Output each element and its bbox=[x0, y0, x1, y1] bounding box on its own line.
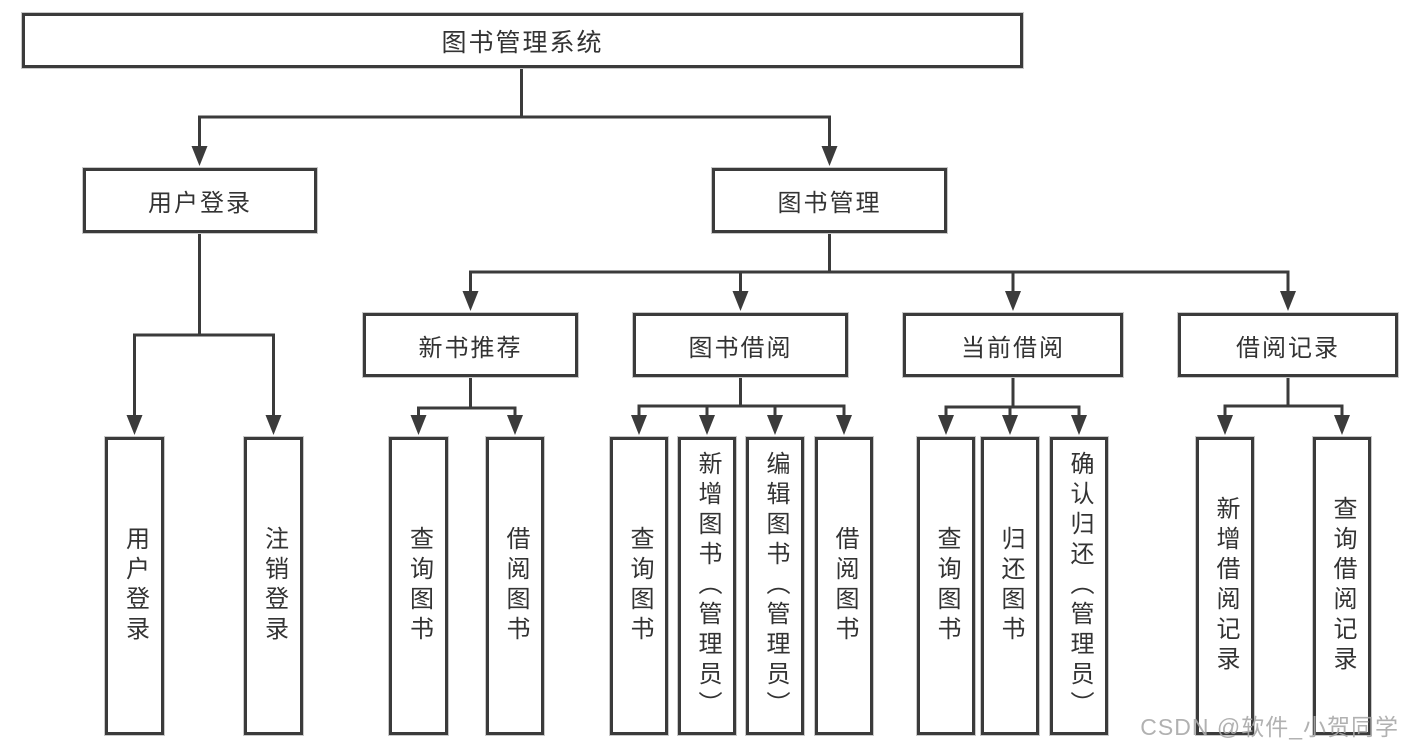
node-label: 确认归还（管理员） bbox=[1066, 451, 1093, 721]
arrow-down-icon bbox=[1005, 291, 1021, 311]
node-label: 借阅记录 bbox=[1236, 334, 1340, 362]
node-label: 归还图书 bbox=[997, 526, 1024, 646]
node-label: 借阅图书 bbox=[502, 526, 529, 646]
arrow-down-icon bbox=[767, 415, 783, 435]
arrow-down-icon bbox=[191, 146, 208, 166]
node-label: 查询借阅记录 bbox=[1329, 496, 1356, 676]
leaf-query-borrow-record: 查询借阅记录 bbox=[1313, 437, 1371, 735]
arrow-down-icon bbox=[265, 415, 282, 435]
arrow-down-icon bbox=[1071, 415, 1087, 435]
node-label: 用户登录 bbox=[148, 190, 252, 217]
node-label: 当前借阅 bbox=[961, 334, 1065, 362]
node-label: 查询图书 bbox=[933, 526, 960, 646]
node-label: 查询图书 bbox=[626, 526, 653, 646]
arrow-down-icon bbox=[821, 146, 838, 166]
node-label: 图书管理系统 bbox=[441, 28, 604, 57]
arrowhead-icons bbox=[126, 146, 1350, 435]
arrow-down-icon bbox=[410, 415, 427, 435]
node-user-login-branch: 用户登录 bbox=[83, 168, 317, 233]
arrow-down-icon bbox=[1217, 415, 1233, 435]
arrow-down-icon bbox=[507, 415, 523, 435]
leaf-user-login: 用户登录 bbox=[105, 437, 164, 735]
node-book-borrowing: 图书借阅 bbox=[633, 313, 848, 377]
node-label: 注销登录 bbox=[260, 526, 288, 646]
csdn-watermark: CSDN @软件_小贺同学 bbox=[1140, 714, 1399, 740]
arrow-down-icon bbox=[462, 291, 479, 311]
node-label: 新增图书（管理员） bbox=[694, 451, 721, 721]
leaf-borrow-books-recommend: 借阅图书 bbox=[486, 437, 544, 735]
node-borrowing-records: 借阅记录 bbox=[1178, 313, 1398, 377]
node-current-borrowing: 当前借阅 bbox=[903, 313, 1123, 377]
leaf-add-books-admin: 新增图书（管理员） bbox=[678, 437, 736, 735]
node-label: 新书推荐 bbox=[418, 334, 523, 362]
leaf-query-books-current: 查询图书 bbox=[917, 437, 975, 735]
leaf-query-books-borrowing: 查询图书 bbox=[610, 437, 668, 735]
node-label: 图书管理 bbox=[777, 190, 882, 217]
arrow-down-icon bbox=[836, 415, 852, 435]
node-label: 借阅图书 bbox=[831, 526, 858, 646]
arrow-down-icon bbox=[732, 291, 749, 311]
arrow-down-icon bbox=[1002, 415, 1018, 435]
arrow-down-icon bbox=[699, 415, 715, 435]
node-new-book-recommendation: 新书推荐 bbox=[363, 313, 578, 377]
leaf-edit-books-admin: 编辑图书（管理员） bbox=[746, 437, 804, 735]
node-label: 新增借阅记录 bbox=[1212, 496, 1239, 676]
arrow-down-icon bbox=[1280, 291, 1296, 311]
node-label: 用户登录 bbox=[121, 526, 149, 646]
leaf-add-borrow-record: 新增借阅记录 bbox=[1196, 437, 1254, 735]
leaf-borrow-books: 借阅图书 bbox=[815, 437, 873, 735]
arrow-down-icon bbox=[938, 415, 954, 435]
node-library-management-system: 图书管理系统 bbox=[22, 13, 1023, 68]
leaf-logout: 注销登录 bbox=[244, 437, 303, 735]
leaf-confirm-return-admin: 确认归还（管理员） bbox=[1050, 437, 1108, 735]
leaf-query-books-recommend: 查询图书 bbox=[389, 437, 448, 735]
arrow-down-icon bbox=[126, 415, 143, 435]
node-label: 图书借阅 bbox=[688, 334, 793, 362]
node-label: 编辑图书（管理员） bbox=[762, 451, 789, 721]
leaf-return-books: 归还图书 bbox=[981, 437, 1039, 735]
arrow-down-icon bbox=[1334, 415, 1350, 435]
arrow-down-icon bbox=[631, 415, 647, 435]
node-book-management-branch: 图书管理 bbox=[712, 168, 947, 233]
node-label: 查询图书 bbox=[405, 526, 433, 646]
